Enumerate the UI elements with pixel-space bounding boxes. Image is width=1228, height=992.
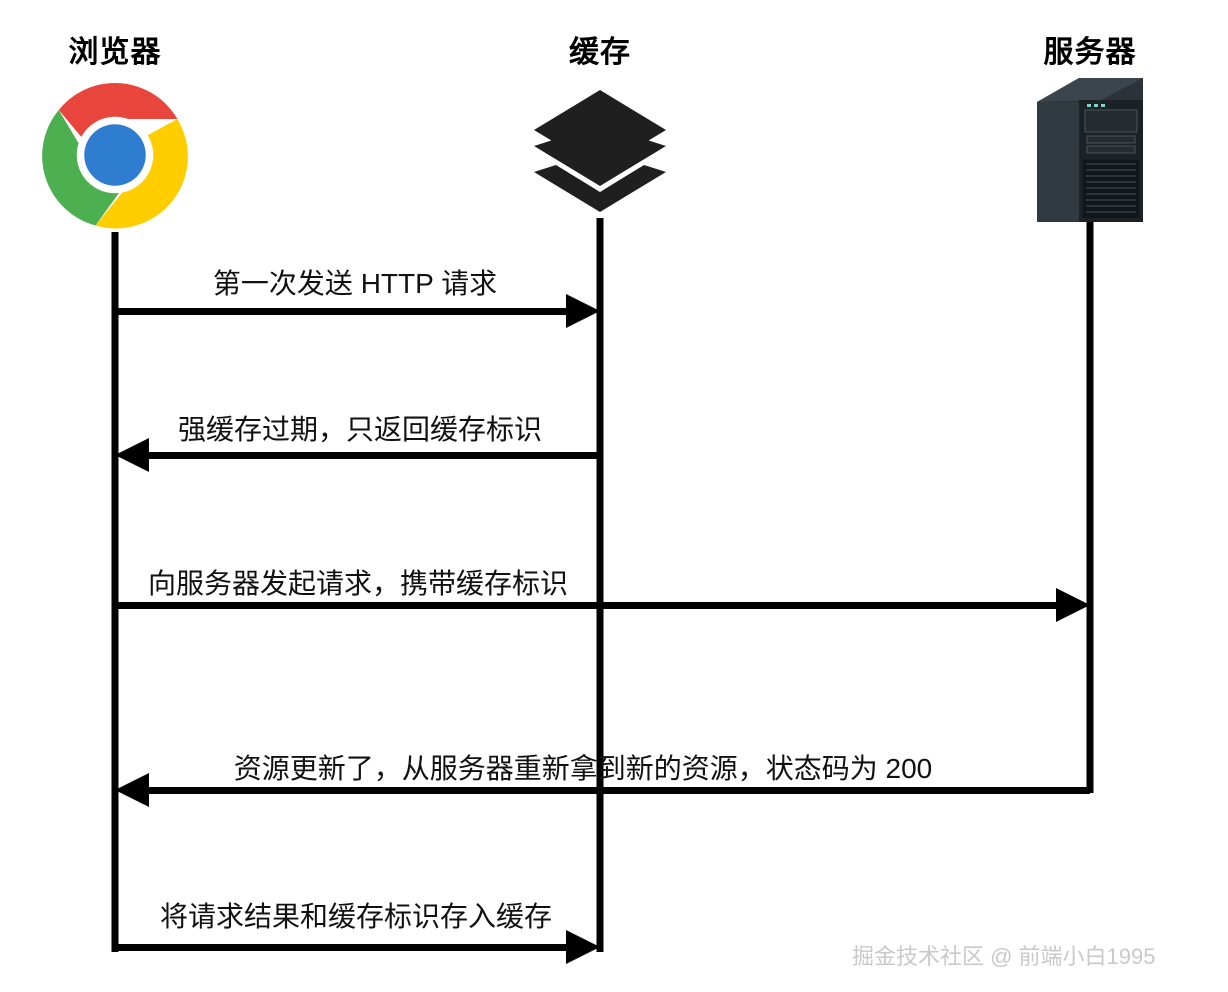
actor-label-cache: 缓存 <box>569 36 631 69</box>
message-arrow-head <box>1056 588 1090 622</box>
actor-label-browser: 浏览器 <box>68 36 162 69</box>
message-arrow-line <box>115 943 570 951</box>
message-label: 第一次发送 HTTP 请求 <box>212 268 498 299</box>
chrome-logo-icon <box>40 80 190 230</box>
message-label: 强缓存过期，只返回缓存标识 <box>177 414 543 445</box>
watermark-text: 掘金技术社区 @ 前端小白1995 <box>852 944 1156 969</box>
stacked-layers-icon <box>530 88 670 213</box>
message-arrow-head <box>115 773 149 807</box>
message-arrow-line <box>115 307 570 315</box>
message-arrow-line <box>145 786 1090 794</box>
lifeline-server <box>1086 222 1094 793</box>
server-tower-icon <box>1035 76 1145 222</box>
message-label: 向服务器发起请求，携带缓存标识 <box>147 568 569 599</box>
message-arrow-line <box>145 451 600 459</box>
message-arrow-head <box>566 294 600 328</box>
message-arrow-head <box>115 438 149 472</box>
message-label: 资源更新了，从服务器重新拿到新的资源，状态码为 200 <box>233 753 933 784</box>
message-label: 将请求结果和缓存标识存入缓存 <box>159 901 553 932</box>
actor-label-server: 服务器 <box>1043 36 1137 69</box>
message-arrow-head <box>566 930 600 964</box>
lifeline-browser <box>111 232 119 952</box>
message-arrow-line <box>115 601 1060 609</box>
lifeline-cache <box>596 218 604 952</box>
